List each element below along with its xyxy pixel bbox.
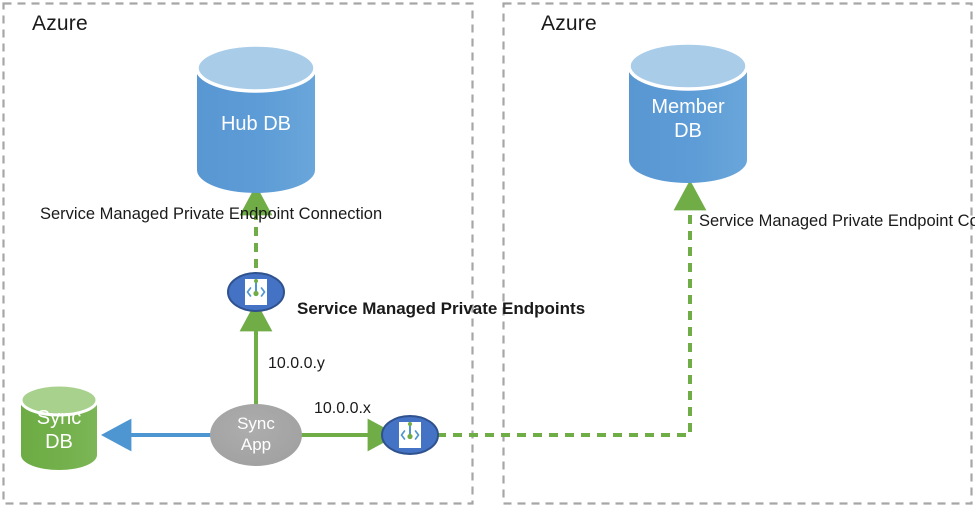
zone-left-label: Azure (32, 12, 88, 35)
node-sync-db[interactable] (19, 383, 99, 470)
zone-right-label: Azure (541, 12, 597, 35)
annotation-hub-connection: Service Managed Private Endpoint Connect… (40, 205, 383, 223)
node-endpoint-member[interactable] (381, 415, 439, 455)
annotation-ip-member: 10.0.0.x (314, 400, 371, 417)
private-link-icon (400, 422, 420, 440)
annotation-member-connection: Service Managed Private Endpoint Connect… (699, 212, 975, 230)
node-sync-app[interactable] (210, 404, 302, 466)
node-endpoint-hub[interactable] (227, 272, 285, 312)
annotation-ip-hub: 10.0.0.y (268, 355, 325, 372)
private-link-icon (246, 279, 266, 297)
node-hub-db[interactable] (195, 43, 317, 193)
connector-endpoint-member-to-member-db (437, 179, 707, 437)
zone-right-border (502, 2, 973, 505)
annotation-endpoints-title: Service Managed Private Endpoints (297, 299, 586, 318)
zone-left-border (2, 2, 474, 505)
node-member-db[interactable] (627, 41, 749, 183)
